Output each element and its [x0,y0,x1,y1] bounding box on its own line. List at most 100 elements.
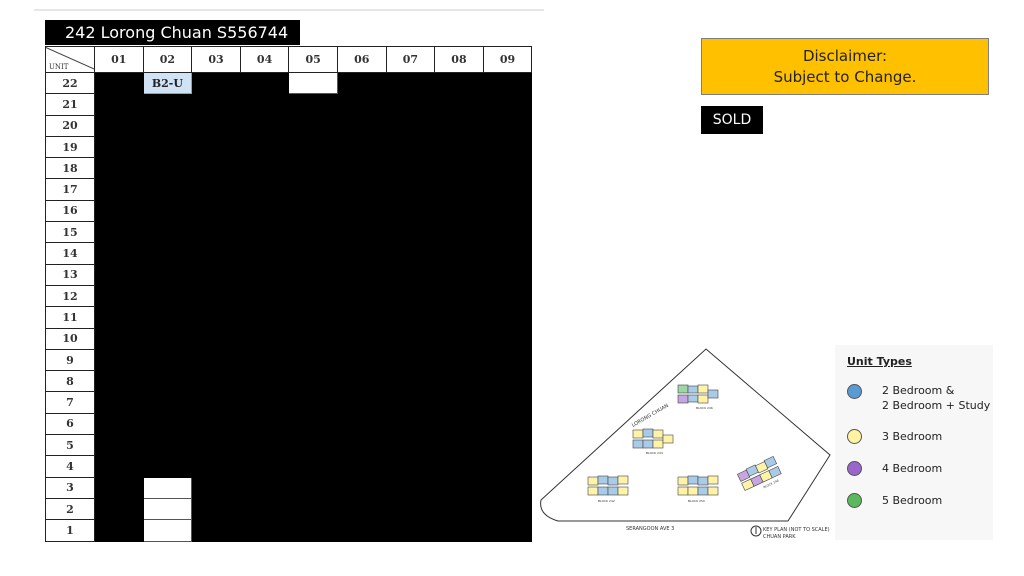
floor-row: 20 [45,114,533,137]
unit-cell-sold [482,178,533,201]
unit-column-header: 02 [142,46,193,73]
floor-label: 1 [45,519,95,542]
unit-cell-sold [336,178,387,201]
unit-cell-sold [482,327,533,350]
floor-row: 10 [45,327,533,350]
unit-cell-sold [482,242,533,265]
unit-cell-sold [142,284,193,308]
unit-cell-sold [336,71,387,95]
unit-cell-sold [434,519,484,542]
unit-cell-sold [288,476,338,499]
unit-cell-sold [482,93,533,116]
floor-row: 6 [45,412,533,436]
disclaimer-box: Disclaimer: Subject to Change. [701,38,989,95]
disclaimer-line-1: Disclaimer: [802,47,888,65]
unit-cell-sold [434,178,484,201]
floor-label: 9 [45,348,95,372]
unit-cell-sold [482,114,533,137]
unit-cell-sold [191,199,241,223]
legend-label-3-bedroom: 3 Bedroom [882,430,943,443]
floor-label: 2 [45,497,95,521]
floor-label: 12 [45,284,95,308]
unit-cell-sold [434,497,484,521]
unit-cell-sold [239,284,290,308]
unit-cell-sold [288,412,338,436]
svg-text:BLOCK 248: BLOCK 248 [763,479,780,490]
unit-cell-sold [385,348,436,372]
unit-cell-sold [142,391,193,414]
floor-row: 5 [45,434,533,457]
unit-cell-sold [385,476,436,499]
floor-label: 22 [45,71,95,95]
floor-row: 14 [45,242,533,265]
unit-cell-available[interactable] [142,497,193,521]
floor-row: 21 [45,93,533,116]
unit-cell-sold [385,114,436,137]
unit-cell-sold [482,370,533,393]
unit-cell-sold [288,370,338,393]
unit-cell-sold [288,135,338,159]
block-244-plan: BLOCK 244 [632,428,674,455]
unit-cell-sold [482,434,533,457]
unit-cell-sold [239,497,290,521]
key-plan-map: LORONG CHUAN SERANGOON AVE 3 KEY PLAN (N… [540,348,831,540]
unit-cell-sold [482,135,533,159]
unit-cell-sold [385,455,436,478]
unit-cell-sold [142,263,193,286]
svg-text:BLOCK 244: BLOCK 244 [646,451,663,455]
unit-cell-sold [239,135,290,159]
unit-cell-sold [482,199,533,223]
unit-cell-sold [239,114,290,137]
unit-cell-sold [288,221,338,244]
unit-cell-sold [482,476,533,499]
unit-cell-sold [94,284,144,308]
unit-cell-sold [434,434,484,457]
floor-row: 9 [45,348,533,372]
unit-cell-sold [482,306,533,329]
unit-cell-available-labeled[interactable]: B2-U [142,71,193,95]
unit-cell-available[interactable] [288,71,338,95]
floor-label: 16 [45,199,95,223]
unit-cell-sold [385,306,436,329]
floor-label: 4 [45,455,95,478]
unit-cell-sold [336,391,387,414]
unit-cell-sold [385,199,436,223]
legend-dot-5-bedroom [847,493,862,508]
unit-cell-sold [239,221,290,244]
unit-cell-sold [94,242,144,265]
floor-row: 7 [45,391,533,414]
unit-cell-sold [191,284,241,308]
unit-cell-sold [434,476,484,499]
legend-dot-4-bedroom [847,461,862,476]
unit-cell-sold [385,434,436,457]
unit-cell-sold [239,199,290,223]
unit-cell-sold [239,263,290,286]
sold-legend-badge: SOLD [701,106,763,134]
unit-cell-sold [336,476,387,499]
unit-cell-sold [142,93,193,116]
unit-cell-available[interactable] [142,476,193,499]
unit-cell-sold [288,348,338,372]
unit-column-header: 01 [94,46,144,73]
unit-cell-sold [94,114,144,137]
unit-cell-sold [385,327,436,350]
unit-cell-sold [336,434,387,457]
unit-cell-sold [288,306,338,329]
unit-cell-sold [434,93,484,116]
unit-cell-sold [191,476,241,499]
unit-cell-sold [239,93,290,116]
unit-cell-sold [434,71,484,95]
unit-cell-sold [288,434,338,457]
floor-row: 22 B2-U [45,71,533,95]
svg-text:BLOCK 246: BLOCK 246 [696,406,713,410]
unit-cell-sold [94,157,144,180]
unit-cell-sold [336,157,387,180]
unit-cell-sold [94,178,144,201]
floor-label: 17 [45,178,95,201]
unit-cell-available[interactable] [142,519,193,542]
unit-cell-sold [239,476,290,499]
floor-row: 2 [45,497,533,521]
unit-cell-sold [142,412,193,436]
